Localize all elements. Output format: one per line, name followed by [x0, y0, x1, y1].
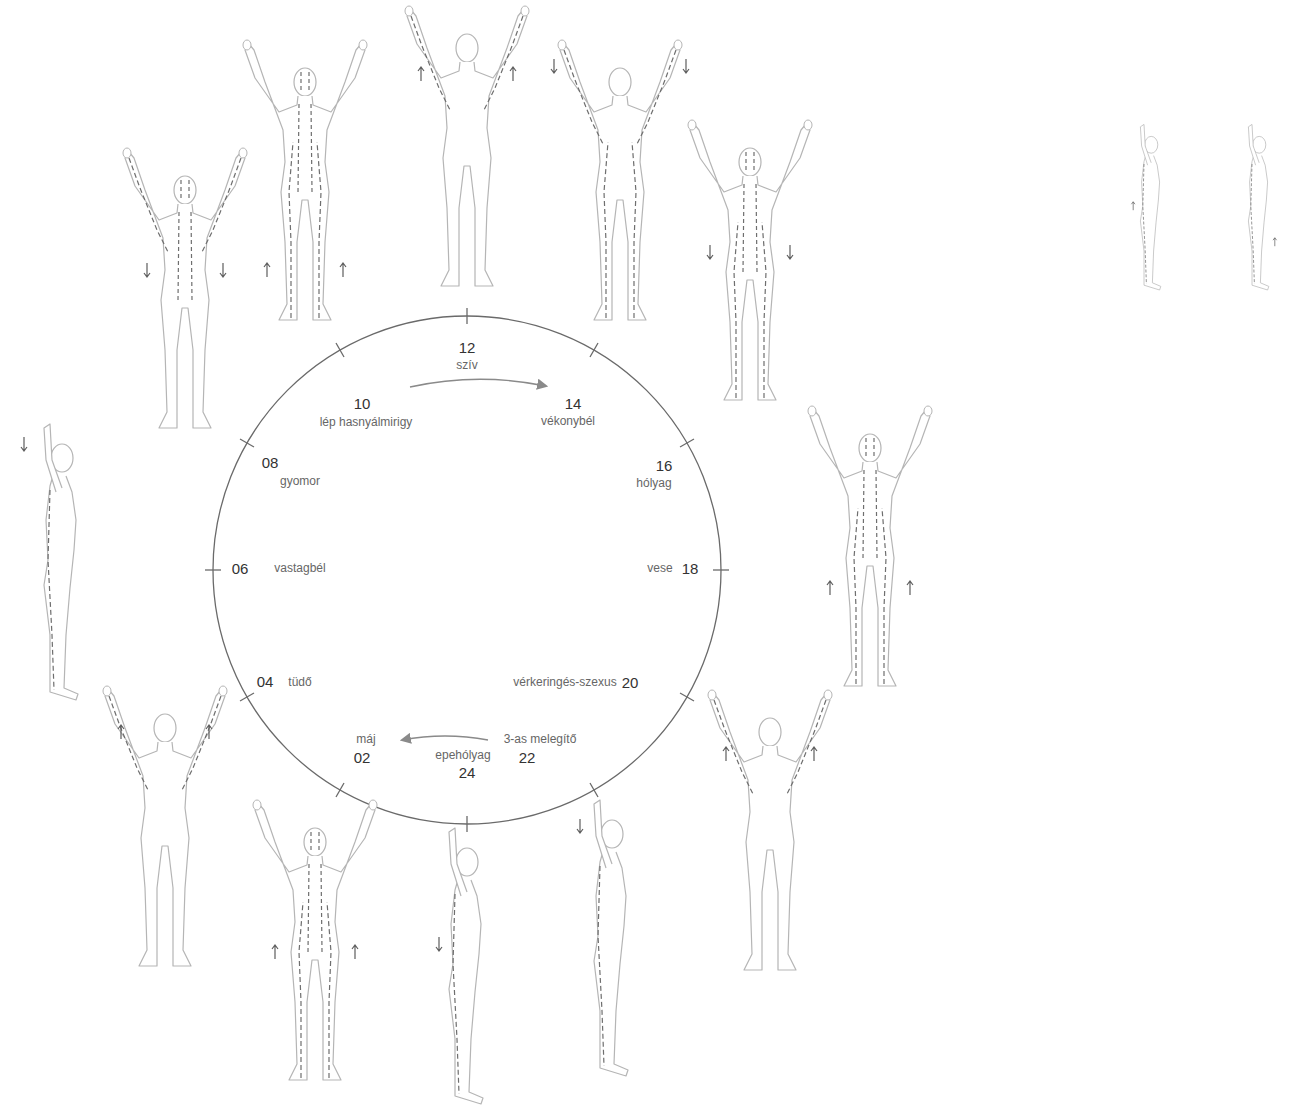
hour-number: 02 — [354, 750, 371, 767]
meridian-figure — [21, 424, 78, 700]
organ-name: vérkeringés-szexus — [513, 676, 616, 689]
meridian-figure — [577, 800, 628, 1076]
meridian-figure — [436, 828, 483, 1104]
hour-number: 20 — [622, 675, 639, 692]
direction-arrow — [402, 736, 488, 740]
meridian-figure — [123, 148, 247, 428]
meridian-figure — [103, 686, 227, 966]
meridian-figure — [808, 406, 932, 686]
hour-number: 24 — [459, 765, 476, 782]
organ-name: vastagbél — [274, 562, 325, 575]
hour-number: 16 — [656, 458, 673, 475]
hour-number: 12 — [459, 340, 476, 357]
organ-name: vékonybél — [541, 415, 595, 428]
hour-number: 18 — [682, 561, 699, 578]
meridian-figure — [688, 120, 812, 400]
hour-number: 10 — [354, 396, 371, 413]
hour-number: 06 — [232, 561, 249, 578]
meridian-figure — [1248, 124, 1276, 290]
organ-name: epehólyag — [435, 749, 490, 762]
organ-name: lép hasnyálmirigy — [320, 416, 413, 429]
meridian-figure — [253, 800, 377, 1080]
hour-number: 04 — [257, 674, 274, 691]
meridian-figure — [405, 6, 529, 286]
organ-name: 3-as melegítő — [504, 733, 577, 746]
meridian-figure — [1131, 124, 1160, 290]
hour-ticks — [205, 308, 729, 832]
meridian-figure — [243, 40, 367, 320]
organ-name: vese — [647, 562, 672, 575]
organ-name: szív — [456, 359, 477, 372]
organ-name: hólyag — [636, 477, 671, 490]
meridian-figure — [551, 40, 689, 320]
hour-number: 14 — [565, 396, 582, 413]
direction-arrow — [410, 379, 546, 387]
hour-number: 08 — [262, 455, 279, 472]
organ-name: máj — [356, 733, 375, 746]
organ-name: tüdő — [288, 676, 311, 689]
organ-name: gyomor — [280, 475, 320, 488]
hour-number: 22 — [519, 750, 536, 767]
meridian-figure — [708, 690, 832, 970]
clock-circle — [213, 316, 721, 824]
